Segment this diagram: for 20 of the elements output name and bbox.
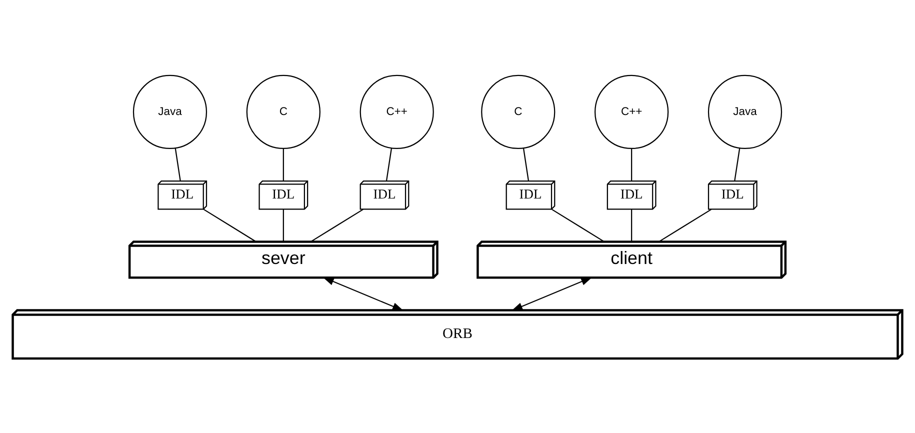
connector — [522, 148, 530, 180]
connector — [658, 208, 712, 242]
node-circle: C++ — [360, 74, 434, 149]
connector — [552, 208, 604, 242]
node-circle: C — [246, 74, 320, 149]
arrow — [511, 276, 592, 310]
connector — [310, 208, 364, 242]
connector — [174, 148, 181, 181]
connector — [203, 208, 256, 242]
arrow — [322, 276, 404, 310]
node-circle: C — [481, 74, 556, 149]
connector — [631, 148, 632, 180]
connector — [631, 208, 632, 241]
node-circle: Java — [132, 74, 208, 149]
connector — [734, 148, 740, 181]
node-circle: Java — [708, 74, 782, 149]
connector — [282, 208, 284, 241]
connector — [282, 148, 284, 180]
connector — [386, 148, 392, 180]
node-circle: C++ — [594, 74, 669, 149]
